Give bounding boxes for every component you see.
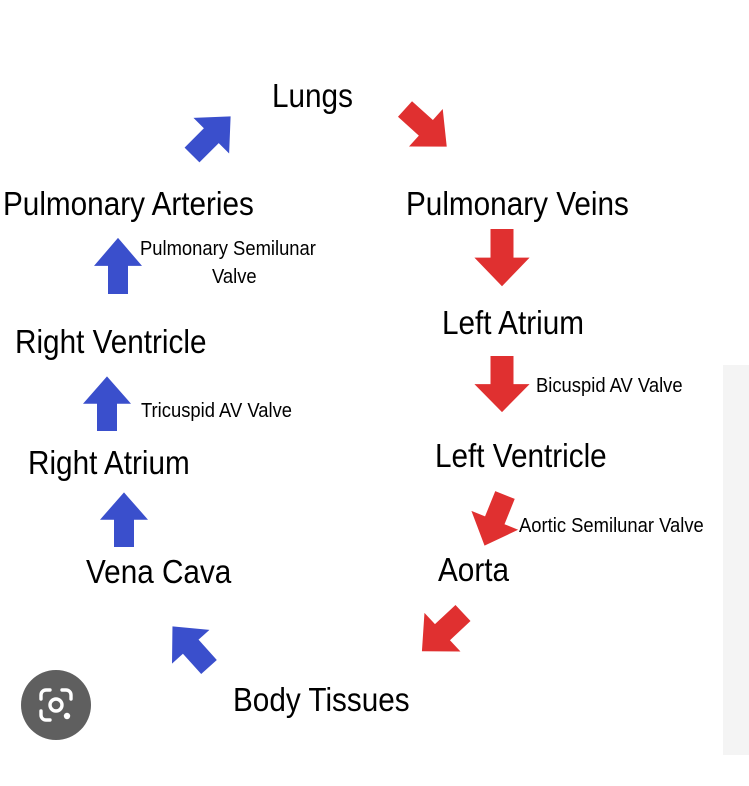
arrow-right-ventricle-to-pulmonary-arteries — [94, 237, 142, 294]
arrow-vena-cava-to-right-atrium — [100, 492, 148, 547]
node-pulmonary-veins: Pulmonary Veins — [406, 185, 629, 222]
valve-bicuspid: Bicuspid AV Valve — [536, 375, 683, 397]
arrow-body-tissues-to-vena-cava — [153, 609, 228, 684]
node-right-ventricle: Right Ventricle — [15, 323, 207, 360]
valve-pulmonary-semilunar-line1: Pulmonary Semilunar — [140, 238, 316, 260]
lens-search-button[interactable] — [21, 670, 91, 740]
node-left-ventricle: Left Ventricle — [435, 437, 607, 474]
lens-camera-icon — [39, 688, 73, 722]
arrow-right-atrium-to-right-ventricle — [83, 376, 131, 431]
edge-strip — [723, 365, 749, 755]
node-aorta: Aorta — [438, 551, 509, 588]
valve-pulmonary-semilunar-line2: Valve — [212, 266, 257, 288]
arrow-pulmonary-arteries-to-lungs — [174, 98, 249, 173]
arrow-pulmonary-veins-to-left-atrium — [474, 229, 530, 287]
node-vena-cava: Vena Cava — [86, 553, 232, 590]
arrow-left-atrium-to-left-ventricle — [474, 356, 530, 413]
node-body-tissues: Body Tissues — [233, 681, 410, 718]
valve-tricuspid: Tricuspid AV Valve — [141, 400, 293, 422]
node-pulmonary-arteries: Pulmonary Arteries — [3, 185, 254, 222]
arrow-lungs-to-pulmonary-veins — [388, 90, 464, 166]
node-left-atrium: Left Atrium — [442, 304, 584, 341]
node-right-atrium: Right Atrium — [28, 444, 190, 481]
node-lungs: Lungs — [272, 77, 353, 114]
valve-aortic-semilunar: Aortic Semilunar Valve — [519, 515, 704, 537]
arrow-aorta-to-body-tissues — [403, 593, 482, 671]
